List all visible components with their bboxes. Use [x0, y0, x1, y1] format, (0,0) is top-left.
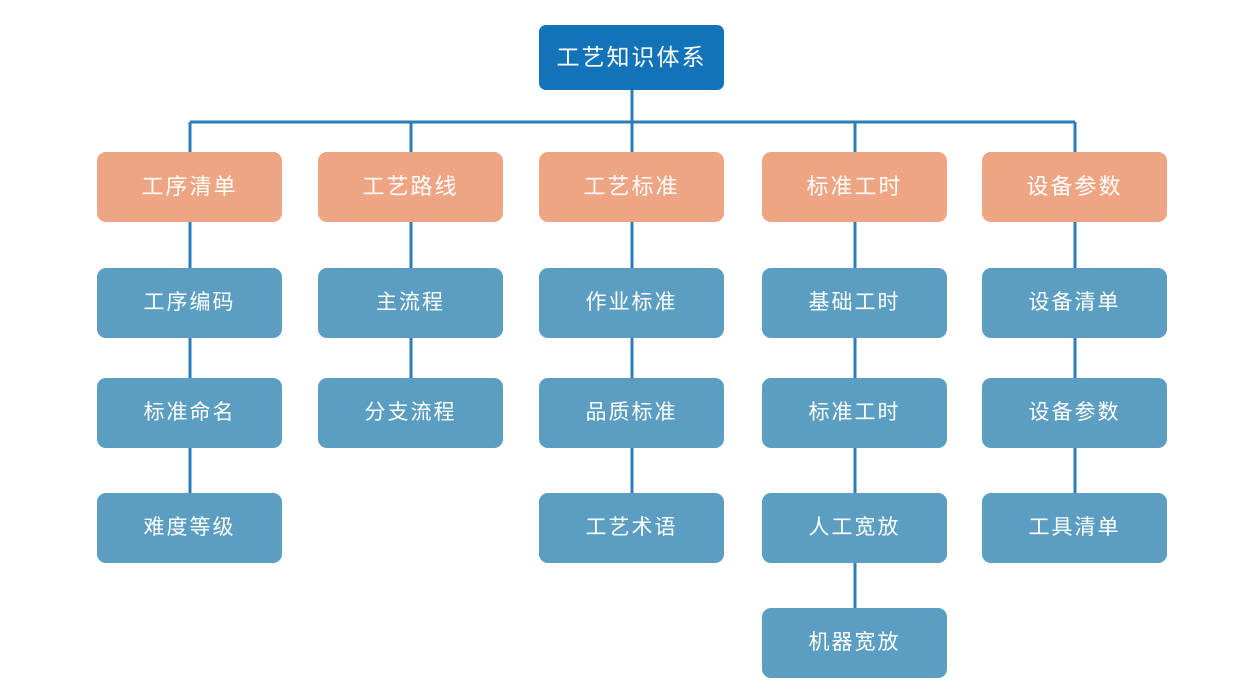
branch-node-2[interactable]: 工艺路线 — [318, 152, 503, 222]
node-label: 工具清单 — [1028, 516, 1121, 540]
leaf-node-1-2[interactable]: 标准命名 — [97, 378, 282, 448]
node-label: 作业标准 — [585, 291, 678, 315]
node-label: 人工宽放 — [808, 516, 901, 540]
node-label: 工序清单 — [141, 173, 238, 199]
node-label: 工艺标准 — [583, 173, 680, 199]
node-label: 工艺路线 — [362, 173, 459, 199]
leaf-node-2-2[interactable]: 分支流程 — [318, 378, 503, 448]
node-label: 机器宽放 — [808, 631, 901, 655]
node-label: 标准工时 — [806, 173, 903, 199]
leaf-node-1-3[interactable]: 难度等级 — [97, 493, 282, 563]
node-label: 工艺知识体系 — [556, 43, 707, 70]
leaf-node-3-3[interactable]: 工艺术语 — [539, 493, 724, 563]
leaf-node-3-2[interactable]: 品质标准 — [539, 378, 724, 448]
branch-node-4[interactable]: 标准工时 — [762, 152, 947, 222]
node-label: 基础工时 — [808, 291, 901, 315]
leaf-node-4-2[interactable]: 标准工时 — [762, 378, 947, 448]
leaf-node-5-2[interactable]: 设备参数 — [982, 378, 1167, 448]
leaf-node-2-1[interactable]: 主流程 — [318, 268, 503, 338]
branch-node-3[interactable]: 工艺标准 — [539, 152, 724, 222]
branch-node-1[interactable]: 工序清单 — [97, 152, 282, 222]
node-label: 分支流程 — [364, 401, 457, 425]
node-label: 标准工时 — [808, 401, 901, 425]
node-label: 设备清单 — [1028, 291, 1121, 315]
node-label: 设备参数 — [1026, 173, 1123, 199]
leaf-node-3-1[interactable]: 作业标准 — [539, 268, 724, 338]
root-node[interactable]: 工艺知识体系 — [539, 25, 724, 90]
node-label: 主流程 — [376, 291, 445, 315]
leaf-node-5-1[interactable]: 设备清单 — [982, 268, 1167, 338]
branch-node-5[interactable]: 设备参数 — [982, 152, 1167, 222]
node-label: 标准命名 — [143, 401, 236, 425]
leaf-node-4-4[interactable]: 机器宽放 — [762, 608, 947, 678]
node-label: 工艺术语 — [585, 516, 678, 540]
node-label: 难度等级 — [143, 516, 236, 540]
leaf-node-1-1[interactable]: 工序编码 — [97, 268, 282, 338]
leaf-node-4-1[interactable]: 基础工时 — [762, 268, 947, 338]
node-label: 品质标准 — [585, 401, 678, 425]
leaf-node-4-3[interactable]: 人工宽放 — [762, 493, 947, 563]
leaf-node-5-3[interactable]: 工具清单 — [982, 493, 1167, 563]
node-label: 工序编码 — [143, 291, 236, 315]
node-label: 设备参数 — [1028, 401, 1121, 425]
